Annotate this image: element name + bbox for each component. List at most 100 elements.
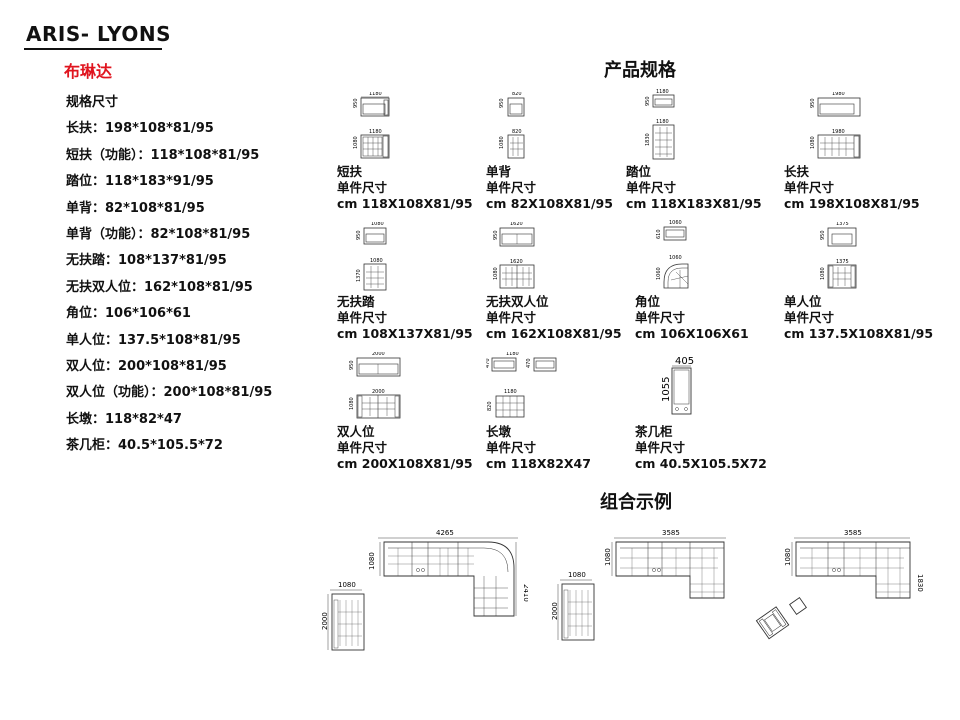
combo-example-title: 组合示例 (600, 492, 672, 513)
dim-depth: 1055 (661, 377, 672, 402)
dim-depth: 950 (820, 230, 826, 240)
unit-label: 单件尺寸 (635, 440, 686, 455)
spec-item: 长扶：198*108*81/95 (66, 121, 214, 137)
unit-caption: 单背 单件尺寸 cm 82X108X81/95 (486, 164, 646, 212)
single-seat-drawing: 1375 950 1375 1080 (820, 222, 857, 289)
spec-item: 双人位：200*108*81/95 (66, 358, 227, 374)
spec-item: 短扶（功能）：118*108*81/95 (66, 147, 260, 163)
spec-item: 双人位（功能）：200*108*81/95 (66, 385, 273, 401)
spec-item: 单背（功能）：82*108*81/95 (66, 226, 251, 242)
dim-width: 1060 (669, 255, 682, 261)
dim-width: 1180 (656, 89, 669, 95)
corner-drawing: 1060 610 1060 1060 (656, 220, 689, 289)
unit-caption: 无扶双人位 单件尺寸 cm 162X108X81/95 (486, 294, 646, 342)
dim-depth: 950 (645, 96, 651, 106)
unit-armless-footrest: 1080 950 1080 1370 无扶踏 单件尺寸 cm 108X137X8… (337, 222, 487, 352)
short-arm-drawing: 1180 950 1180 1080 (353, 92, 390, 159)
tea-cabinet-drawing: 405 1055 (661, 356, 694, 415)
long-arm-drawing: 1980 950 1980 1080 (810, 92, 861, 159)
dim-width: 1060 (669, 220, 682, 226)
unit-single-seat: 1375 950 1375 1080 单人位 单件尺寸 cm 137.5X108… (784, 222, 934, 352)
dim-width: 1180 (506, 352, 519, 357)
spec-item: 角位：106*106*61 (66, 306, 191, 322)
single-back-drawing: 820 950 820 1080 (499, 92, 525, 159)
product-series-name: 布琳达 (64, 62, 113, 81)
dim-width: 2000 (372, 389, 385, 395)
combo-example-3: 3585 1080 1830 (752, 526, 932, 654)
unit-name: 双人位 (337, 424, 375, 439)
dim-ottoman-depth: 2000 (321, 612, 329, 630)
unit-armless-loveseat: 1620 950 1620 1080 无扶双人位 单件尺寸 cm 162X108… (486, 222, 636, 352)
unit-size: cm 40.5X105.5X72 (635, 456, 767, 471)
dim-depth: 1060 (656, 267, 662, 280)
dim-depth: 1080 (353, 136, 359, 149)
dim-side: 2410 (522, 584, 528, 602)
dim-width: 1180 (656, 119, 669, 125)
spec-item: 踏位：118*183*91/95 (66, 174, 214, 190)
spec-item: 茶几柜：40.5*105.5*72 (66, 438, 223, 454)
unit-label: 单件尺寸 (337, 440, 388, 455)
dim-depth: 1080 (604, 548, 612, 566)
unit-name: 单人位 (784, 294, 822, 309)
dim-width: 1180 (504, 389, 517, 395)
spec-item: 长墩：118*82*47 (66, 411, 182, 427)
unit-caption: 单人位 单件尺寸 cm 137.5X108X81/95 (784, 294, 944, 342)
dim-width: 1980 (832, 92, 845, 97)
dim-depth: 820 (487, 401, 493, 411)
dim-width: 1080 (370, 258, 383, 264)
unit-label: 单件尺寸 (784, 180, 835, 195)
dim-depth: 470 (526, 358, 532, 368)
unit-label: 单件尺寸 (486, 180, 537, 195)
combo-2-drawing: 3585 1080 1830 1080 2000 (551, 529, 740, 641)
unit-long-ottoman: 1180 470 470 1180 820 长墩 单件尺寸 cm 118X82X… (486, 352, 636, 482)
dim-depth: 950 (499, 98, 505, 108)
dim-depth: 470 (486, 358, 491, 368)
brand-title: ARIS- LYONS (26, 22, 172, 46)
dim-depth: 1080 (810, 136, 816, 149)
dim-width: 820 (512, 92, 522, 97)
unit-caption: 长扶 单件尺寸 cm 198X108X81/95 (784, 164, 944, 212)
dim-width: 1180 (369, 129, 382, 135)
armless-loveseat-drawing: 1620 950 1620 1080 (493, 222, 535, 289)
dim-width: 1620 (510, 222, 523, 227)
loveseat-drawing: 2000 950 2000 1080 (349, 352, 401, 419)
unit-label: 单件尺寸 (635, 310, 686, 325)
unit-label: 单件尺寸 (337, 180, 388, 195)
unit-label: 单件尺寸 (784, 310, 835, 325)
dim-width: 405 (675, 356, 694, 367)
unit-size: cm 118X82X47 (486, 456, 591, 471)
dim-ottoman-width: 1080 (338, 581, 356, 589)
unit-size: cm 137.5X108X81/95 (784, 326, 934, 341)
unit-name: 单背 (486, 164, 512, 179)
unit-tea-cabinet: 405 1055 茶几柜 单件尺寸 cm 40.5X105.5X72 (635, 352, 785, 482)
unit-size: cm 118X108X81/95 (337, 196, 473, 211)
unit-name: 角位 (635, 294, 661, 309)
dim-width: 820 (512, 129, 522, 135)
unit-name: 短扶 (337, 164, 363, 179)
unit-loveseat: 2000 950 2000 1080 双人位 单件尺寸 cm 200X108X8… (337, 352, 487, 482)
unit-size: cm 82X108X81/95 (486, 196, 613, 211)
combo-example-2: 3585 1080 1830 1080 2000 (548, 526, 740, 654)
dim-depth: 610 (656, 229, 662, 239)
unit-caption: 踏位 单件尺寸 cm 118X183X81/95 (626, 164, 786, 212)
unit-size: cm 106X106X61 (635, 326, 749, 341)
dim-depth: 1830 (645, 133, 651, 146)
dim-width: 1180 (369, 92, 382, 97)
dim-width: 1375 (836, 222, 849, 227)
brand-underline (24, 48, 162, 50)
unit-label: 单件尺寸 (486, 440, 537, 455)
spec-list: 规格尺寸 长扶：198*108*81/95 短扶（功能）：118*108*81/… (66, 93, 326, 462)
unit-size: cm 118X183X81/95 (626, 196, 762, 211)
dim-depth: 1370 (356, 269, 362, 282)
unit-size: cm 200X108X81/95 (337, 456, 473, 471)
spec-item: 单人位：137.5*108*81/95 (66, 332, 241, 348)
dim-depth: 950 (810, 98, 816, 108)
unit-caption: 长墩 单件尺寸 cm 118X82X47 (486, 424, 646, 472)
dim-depth: 950 (353, 98, 359, 108)
dim-side: 1830 (916, 574, 924, 592)
dim-depth: 1080 (784, 548, 792, 566)
unit-name: 长墩 (486, 424, 512, 439)
unit-caption: 角位 单件尺寸 cm 106X106X61 (635, 294, 795, 342)
unit-name: 无扶双人位 (486, 294, 549, 309)
unit-single-back: 820 950 820 1080 单背 单件尺寸 cm 82X108X81/95 (486, 92, 636, 222)
